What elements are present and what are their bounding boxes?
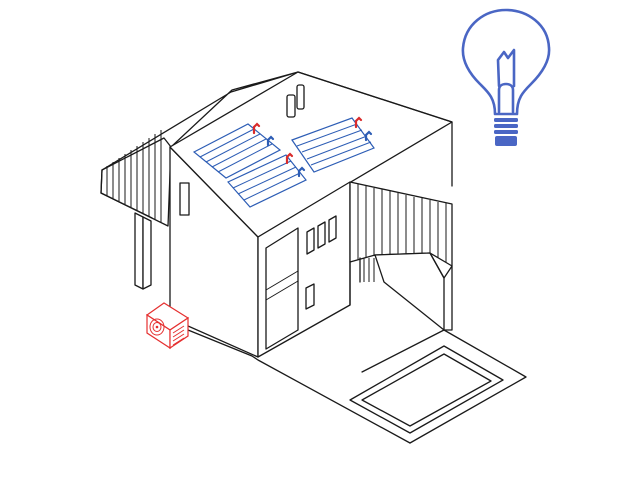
carport-roof xyxy=(100,71,299,227)
solar-panel-3 xyxy=(291,117,375,173)
pool-icon xyxy=(349,345,504,434)
carport-post xyxy=(134,212,152,290)
garage-annex xyxy=(349,181,453,331)
house-front-wall xyxy=(257,181,351,358)
house-icon xyxy=(100,71,527,444)
solar-panel-1 xyxy=(192,123,282,179)
pipe-connectors xyxy=(252,116,373,178)
lightbulb-icon xyxy=(461,8,551,146)
heat-pump-icon xyxy=(145,302,190,350)
solar-panel-2 xyxy=(227,154,307,208)
ground-outline xyxy=(187,329,527,444)
solar-collector-icon xyxy=(192,116,375,208)
flue-pipes xyxy=(286,84,305,118)
